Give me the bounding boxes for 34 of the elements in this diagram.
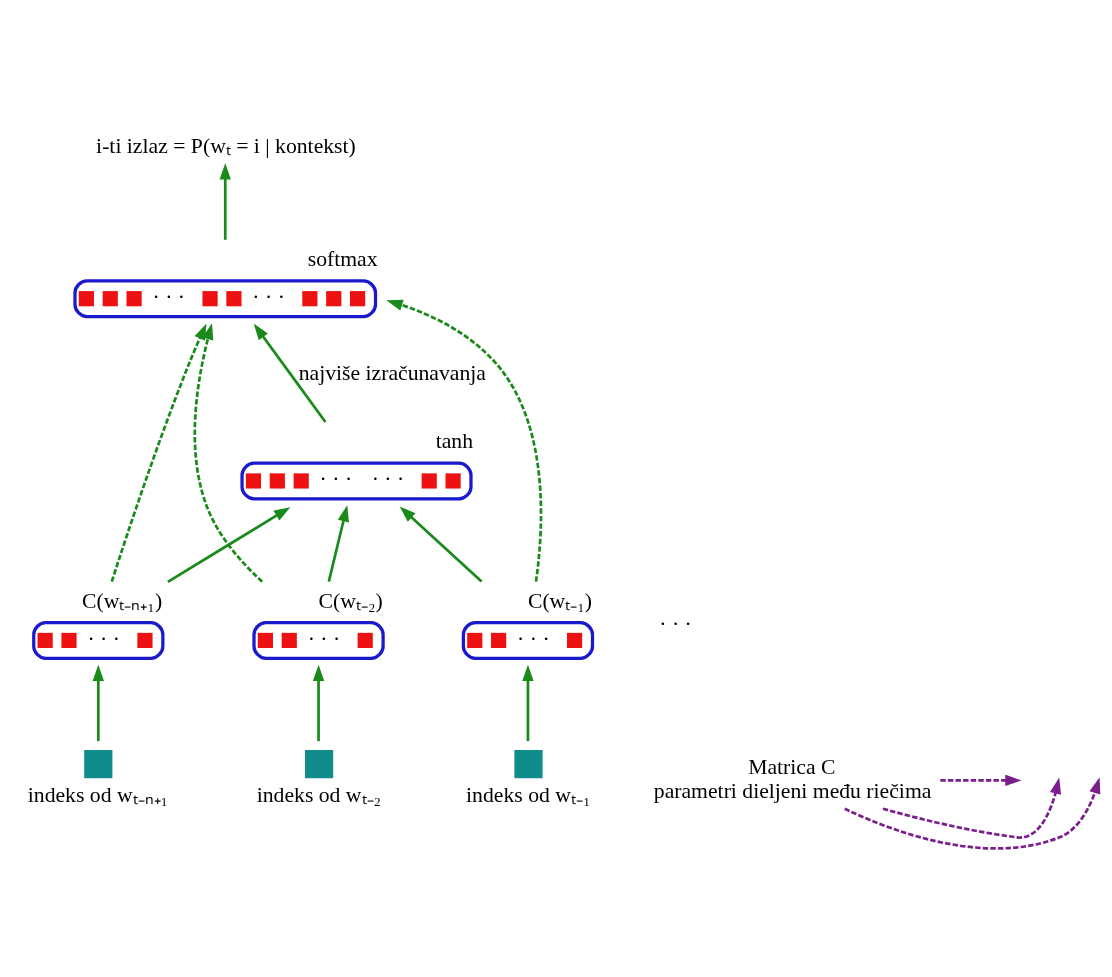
node-text: Matrica C parametri dieljeni među riečima — [653, 754, 932, 803]
arrow — [386, 299, 543, 582]
edge-label: najviše izračunavanja — [298, 361, 486, 386]
arrow — [253, 323, 327, 423]
node-box — [84, 750, 113, 779]
node-box: · · · · · · — [73, 279, 378, 319]
arrow — [219, 163, 231, 240]
node-text: i-ti izlaz = P(wₜ = i | kontekst) — [96, 134, 356, 159]
arrow — [327, 505, 349, 582]
node-box: · · · — [252, 620, 385, 660]
node-box — [305, 750, 334, 779]
node-box: · · · · · · — [240, 461, 473, 501]
node-box: · · · — [461, 620, 595, 660]
node-label: indeks od wₜ₋₂ — [256, 783, 382, 808]
arrow — [399, 506, 483, 583]
node-box — [514, 750, 543, 779]
arrow — [882, 777, 1062, 839]
node-label: indeks od wₜ₋₁ — [466, 783, 591, 808]
node-label: tanh — [435, 429, 474, 454]
node-box: · · · — [32, 620, 165, 660]
arrow — [844, 777, 1101, 850]
label: · · · — [659, 611, 692, 636]
node-label: C(wₜ₋₂) — [318, 588, 383, 613]
arrow — [522, 664, 534, 742]
arrow — [940, 774, 1022, 787]
node-label: C(wₜ₋₁) — [527, 588, 593, 613]
arrow — [92, 664, 104, 742]
node-label: indeks od wₜ₋ₙ₊₁ — [27, 783, 169, 808]
arrow — [167, 507, 291, 583]
node-label: softmax — [307, 247, 378, 272]
arrow — [312, 664, 325, 742]
node-label: C(wₜ₋ₙ₊₁) — [82, 588, 163, 613]
arrow — [193, 323, 264, 583]
arrow — [110, 323, 207, 582]
